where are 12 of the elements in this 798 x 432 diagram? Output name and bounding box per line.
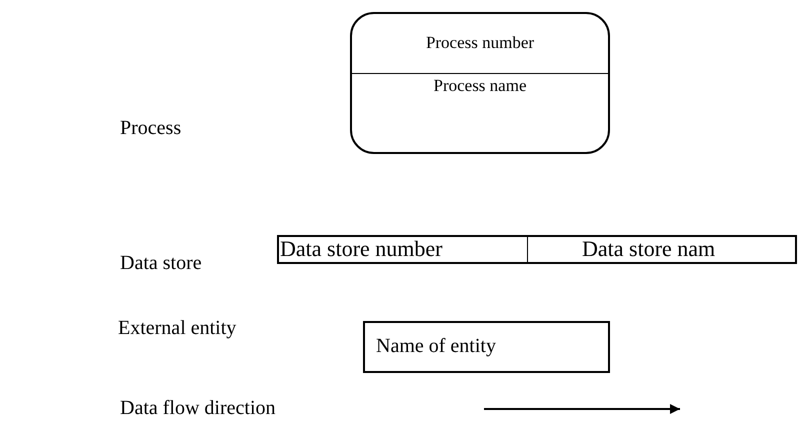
entity-name: Name of entity [376, 335, 496, 358]
external-entity-box [363, 321, 610, 373]
row-label: Data store [120, 252, 202, 275]
data-store-box [277, 235, 797, 264]
row-label: Process [120, 117, 182, 140]
row-label: External entity [118, 317, 236, 340]
process-number: Process number [424, 33, 536, 53]
process-box [350, 12, 610, 154]
row-label: Data flow direction [120, 397, 276, 420]
process-name: Process name [432, 76, 528, 96]
data-store-number: Data store number [280, 236, 442, 262]
data-store-name: Data store nam [582, 236, 716, 262]
